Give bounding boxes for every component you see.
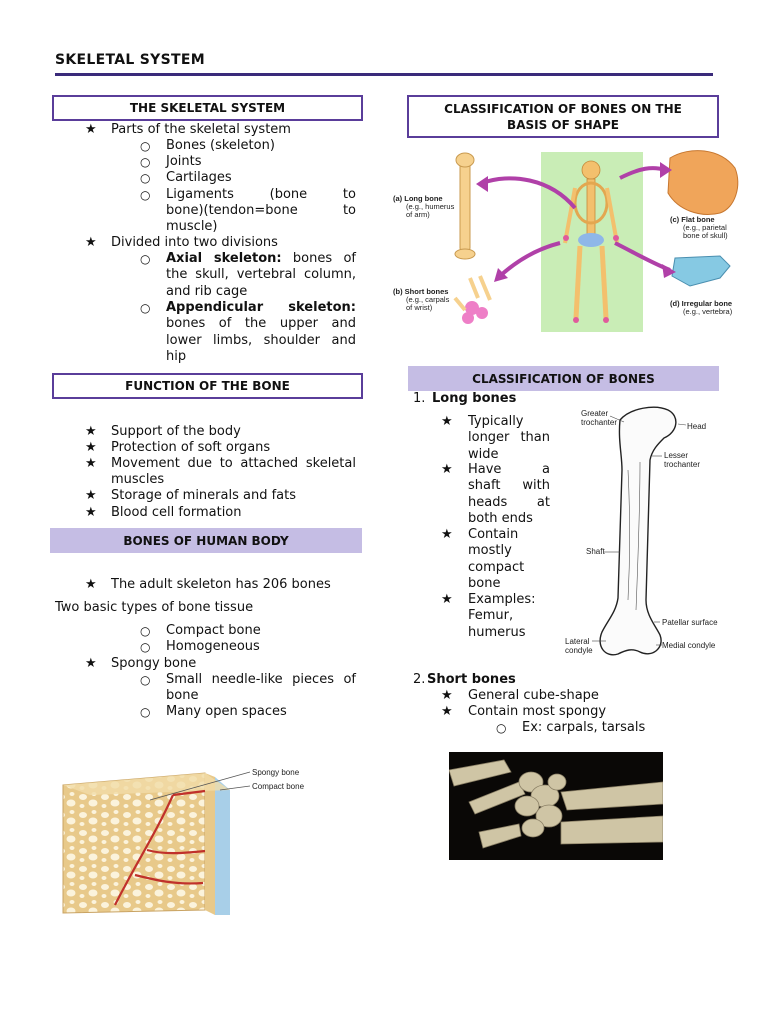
compact-bone-label: Compact bone (252, 782, 305, 791)
long-bone-point: Have a shaft with heads at both ends (468, 462, 550, 526)
ligaments-line: Ligaments (bone to (166, 187, 356, 202)
circle-bullet-icon: ○ (140, 139, 151, 153)
page-title: SKELETAL SYSTEM (55, 52, 205, 68)
femur-label-greater: Greater (581, 409, 609, 418)
ligaments-line: muscle) (166, 219, 218, 234)
star-icon: ★ (85, 424, 97, 439)
parts-item: Cartilages (166, 170, 232, 185)
flat-bone-example: (e.g., parietal (683, 223, 727, 232)
ligaments-line: bone)(tendon=bone to (166, 203, 356, 218)
star-icon: ★ (441, 704, 453, 719)
star-icon: ★ (85, 577, 97, 592)
circle-bullet-icon: ○ (140, 640, 151, 654)
femur-label-patellar: Patellar surface (662, 618, 718, 627)
bones-of-human-body-header: BONES OF HUMAN BODY (50, 528, 362, 553)
bone-shapes-figure (453, 150, 739, 332)
homogeneous-text: Homogeneous (166, 639, 260, 654)
function-item: Blood cell formation (111, 505, 242, 520)
flat-bone-label: (c) Flat bone (670, 215, 715, 224)
axial-skeleton-text: Axial skeleton: bones of the skull, vert… (166, 251, 356, 299)
spongy-desc: Small needle-like pieces of (166, 672, 356, 687)
spongy-bone-label: Spongy bone (252, 768, 300, 777)
circle-bullet-icon: ○ (140, 673, 151, 687)
compact-bone-text: Compact bone (166, 623, 261, 638)
long-bone-label: (a) Long bone (393, 194, 443, 203)
flat-bone-example: bone of skull) (683, 231, 728, 240)
short-bone-example: of wrist) (406, 303, 433, 312)
femur-label-head: Head (687, 422, 707, 431)
header-line: BASIS OF SHAPE (507, 117, 619, 132)
star-icon: ★ (441, 414, 453, 429)
header-line: CLASSIFICATION OF BONES ON THE (444, 101, 682, 116)
parts-item: Joints (166, 154, 202, 169)
circle-bullet-icon: ○ (140, 155, 151, 169)
short-bones-title: Short bones (427, 672, 516, 687)
circle-bullet-icon: ○ (496, 721, 507, 735)
star-icon: ★ (441, 688, 453, 703)
short-bone-label: (b) Short bones (393, 287, 449, 296)
short-bone-point: Contain most spongy (468, 704, 607, 719)
star-icon: ★ (85, 122, 97, 137)
divided-text: Divided into two divisions (111, 235, 278, 250)
femur-label-lateral: Lateral (565, 637, 590, 646)
function-item: Storage of minerals and fats (111, 488, 297, 503)
femur-label-medial: Medial condyle (662, 641, 716, 650)
circle-bullet-icon: ○ (140, 705, 151, 719)
carpal-bones-photo (449, 752, 663, 860)
long-bone-point: Examples: Femur, humerus (468, 592, 536, 640)
star-icon: ★ (441, 462, 453, 477)
short-bone-point: General cube-shape (468, 688, 599, 703)
function-item: Support of the body (111, 424, 241, 439)
long-bone-example: of arm) (406, 210, 430, 219)
circle-bullet-icon: ○ (140, 252, 151, 266)
femur-label-lesser-trochanter: trochanter (664, 460, 701, 469)
bone-tissue-figure (62, 771, 251, 915)
circle-bullet-icon: ○ (140, 624, 151, 638)
short-bone-example: Ex: carpals, tarsals (522, 720, 646, 735)
function-item: muscles (111, 472, 165, 487)
star-icon: ★ (85, 440, 97, 455)
spongy-desc: bone (166, 688, 199, 703)
two-types-text: Two basic types of bone tissue (55, 600, 254, 615)
long-bone-example: (e.g., humerus (406, 202, 455, 211)
irregular-bone-label: (d) Irregular bone (670, 299, 733, 308)
irregular-bone-example: (e.g., vertebra) (683, 307, 733, 316)
parts-title: Parts of the skeletal system (111, 122, 291, 137)
classification-header: CLASSIFICATION OF BONES (408, 366, 719, 391)
skeletal-system-header: THE SKELETAL SYSTEM (52, 95, 363, 121)
short-bone-example: (e.g., carpals (406, 295, 450, 304)
function-item: Protection of soft organs (111, 440, 271, 455)
circle-bullet-icon: ○ (140, 171, 151, 185)
long-bones-number: 1. (413, 391, 426, 406)
star-icon: ★ (441, 592, 453, 607)
function-header: FUNCTION OF THE BONE (52, 373, 363, 399)
star-icon: ★ (85, 488, 97, 503)
femur-label-lesser: Lesser (664, 451, 689, 460)
circle-bullet-icon: ○ (140, 188, 151, 202)
femur-label-shaft: Shaft (586, 547, 605, 556)
star-icon: ★ (85, 656, 97, 671)
title-rule (55, 73, 713, 76)
circle-bullet-icon: ○ (140, 301, 151, 315)
star-icon: ★ (441, 527, 453, 542)
spongy-bone-text: Spongy bone (111, 656, 197, 671)
open-spaces-text: Many open spaces (166, 704, 287, 719)
star-icon: ★ (85, 505, 97, 520)
parts-item: Bones (skeleton) (166, 138, 275, 153)
femur-figure (592, 406, 687, 656)
function-item: Movement due to attached skeletal (111, 456, 356, 471)
appendicular-skeleton-text: Appendicular skeleton: bones of the uppe… (166, 300, 356, 364)
long-bone-point: Contain mostly compact bone (468, 527, 525, 591)
star-icon: ★ (85, 235, 97, 250)
long-bone-point: Typically longer than wide (468, 414, 550, 462)
short-bones-number: 2. (413, 672, 426, 687)
long-bones-title: Long bones (432, 391, 517, 406)
classification-shape-header: CLASSIFICATION OF BONES ON THE BASIS OF … (407, 95, 719, 138)
femur-label-condyle: condyle (565, 646, 593, 655)
adult-bones-text: The adult skeleton has 206 bones (111, 577, 331, 592)
star-icon: ★ (85, 456, 97, 471)
femur-label-trochanter: trochanter (581, 418, 618, 427)
